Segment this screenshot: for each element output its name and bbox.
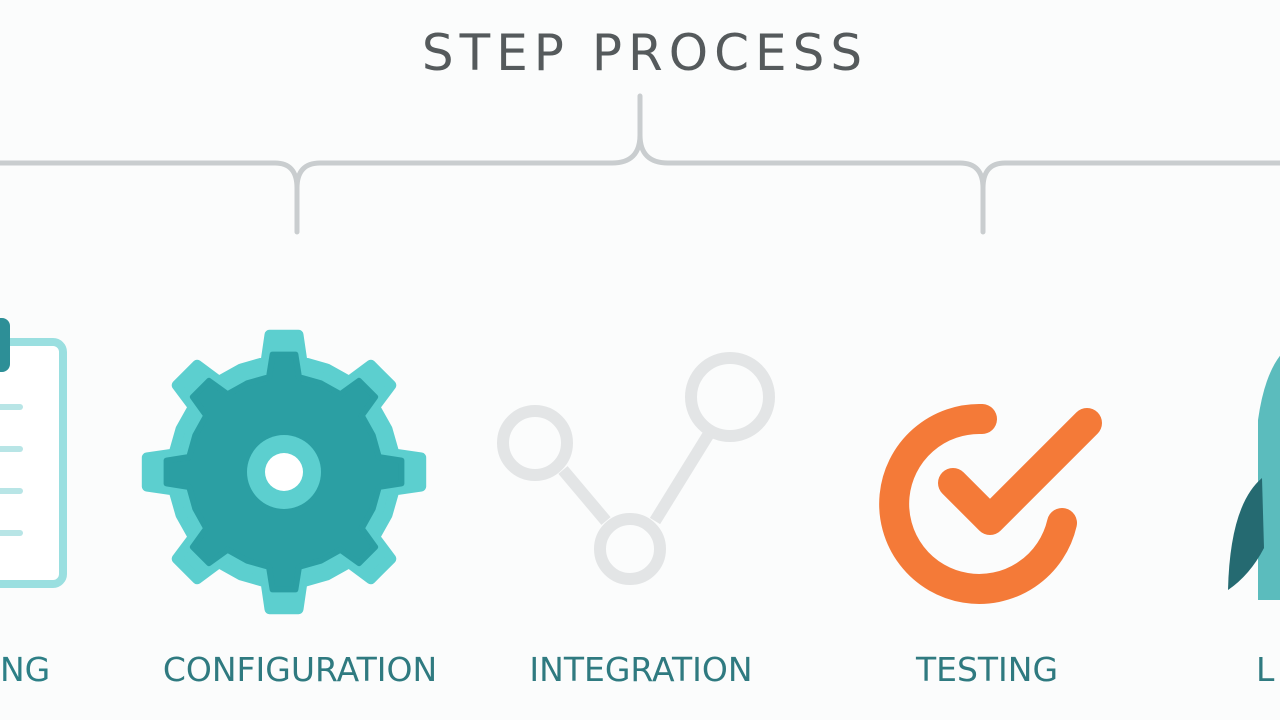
clipboard-icon xyxy=(0,318,67,588)
bracket-connector xyxy=(0,93,1280,235)
rocket-icon xyxy=(1228,355,1280,600)
page-title: STEP PROCESS xyxy=(421,24,869,82)
step-label-integration: INTEGRATION xyxy=(529,650,753,689)
check-circle-icon xyxy=(879,403,1102,604)
gear-icon xyxy=(141,329,427,615)
step-label-planning: NG xyxy=(0,650,51,689)
step-label-testing: TESTING xyxy=(915,650,1059,689)
connected-nodes-icon xyxy=(497,352,775,585)
step-label-configuration: CONFIGURATION xyxy=(162,650,438,689)
step-label-launch: L xyxy=(1256,650,1275,689)
